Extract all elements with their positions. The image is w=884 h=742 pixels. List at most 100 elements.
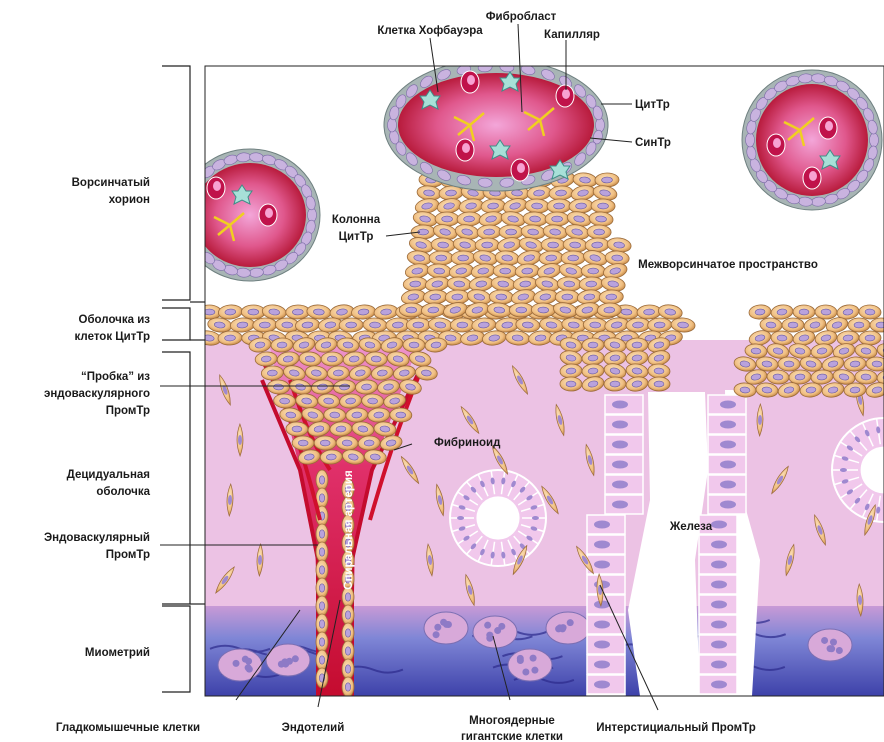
capillary [207,177,225,199]
cytotrophoblast-cell [604,377,626,391]
gland-nucleus [720,401,736,409]
gland-nucleus [612,421,628,429]
gland-nucleus [711,521,727,529]
gland-cell [699,695,737,714]
gland-nucleus [594,621,610,629]
cytotrophoblast-cell [531,303,555,318]
cytotrophoblast-cell [561,251,585,265]
gland-nucleus [711,621,727,629]
cytotrophoblast-cell [183,219,195,235]
label-gland: Железа [669,521,713,533]
capillary [511,159,529,181]
cytotrophoblast-cell [316,596,328,616]
cytotrophoblast-cell [499,225,523,239]
gland-cross-section [450,470,546,566]
region-villous-chorion-line1: Ворсинчатый [72,177,150,189]
cytotrophoblast-cell [314,436,336,450]
label-smooth-muscle-cells: Гладкомышечные клетки [56,722,200,734]
cytotrophoblast-cell [316,470,328,490]
cytotrophoblast-cell [475,238,499,253]
cytotrophoblast-cell [547,199,571,214]
cytotrophoblast-cell [450,318,474,333]
cytotrophoblast-cell [848,318,870,332]
giant-cell [424,612,468,644]
cytotrophoblast-cell [399,303,423,317]
gland-nucleus [711,681,727,689]
cytotrophoblast-cell [555,290,579,304]
cytotrophoblast-cell [403,338,425,352]
cytotrophoblast-cell [581,264,605,278]
cytotrophoblast-cell [859,331,881,346]
label-endothelium: Эндотелий [282,722,345,734]
giant-cell [508,649,552,681]
cytotrophoblast-cell [596,118,605,132]
label-interstitial-evt: Интерстициальный ПромТр [596,722,756,734]
cytotrophoblast-cell [406,318,430,332]
gland-cell [587,695,625,714]
gland-nucleus [720,421,736,429]
cytotrophoblast-cell [292,436,314,450]
gland-nucleus [612,461,628,469]
cytotrophoblast-cell [545,212,569,226]
gland-nucleus [711,581,727,589]
cytotrophoblast-cell [429,251,453,265]
capillary [461,71,479,93]
capillary [803,167,821,189]
gland-nucleus [711,661,727,669]
region-decidua-line1: Децидуальная [67,469,150,481]
cytotrophoblast-cell [342,659,354,679]
cytotrophoblast-cell [870,133,879,147]
region-endovascular-line1: Эндоваскулярный [44,532,150,544]
gland-nucleus [711,561,727,569]
gland-nucleus [720,441,736,449]
cytotrophoblast-cell [388,118,397,132]
gland-nucleus [612,401,628,409]
label-capillary: Капилляр [544,29,600,41]
cytotrophoblast-cell [197,305,221,320]
cytotrophoblast-cell [316,668,328,688]
cytotrophoblast-cell [390,408,412,423]
capillary [456,139,474,161]
gland-nucleus [594,661,610,669]
region-shell-line1: Оболочка из [79,314,151,326]
gland-nucleus [594,641,610,649]
gland-nucleus [711,601,727,609]
cytotrophoblast-cell [316,560,328,580]
gland-nucleus [612,501,628,509]
region-plug-line2: эндоваскулярного [44,388,150,400]
region-plug-line1: “Пробка” из [81,371,150,383]
cytotrophoblast-cell [316,524,328,544]
cytotrophoblast-cell [815,305,837,320]
region-decidua-line2: оболочка [96,486,150,498]
gland-nucleus [612,441,628,449]
capillary [767,134,785,156]
region-endovascular-line2: ПромТр [106,549,150,561]
cytotrophoblast-cell [342,641,354,661]
label-column-line2: ЦитТр [339,231,374,243]
cytotrophoblast-cell [184,208,193,222]
cytotrophoblast-cell [316,632,328,652]
gland-nucleus [612,481,628,489]
cytotrophoblast-cell [648,377,670,391]
cytotrophoblast-cell [591,199,615,213]
capillary [556,85,574,107]
gland-nucleus [711,541,727,549]
gland-nucleus [711,641,727,649]
gland-nucleus [720,481,736,489]
label-fibroblast: Фибробласт [486,11,557,23]
gland-nucleus [720,501,736,509]
gland-nucleus [594,701,610,709]
label-intervillous-space: Межворсинчатое пространство [638,259,818,271]
label-spiral-artery: Спиральная артерия [343,470,355,589]
gland-nucleus [594,521,610,529]
gland-nucleus [594,681,610,689]
giant-cell [218,649,262,681]
gland-nucleus [594,561,610,569]
gland-nucleus [594,541,610,549]
cytotrophoblast-cell [560,377,582,391]
label-syntr: СинТр [635,137,671,149]
chorionic-villus [180,149,320,281]
cytotrophoblast-cell [493,264,517,278]
region-myometrium: Миометрий [85,647,150,659]
